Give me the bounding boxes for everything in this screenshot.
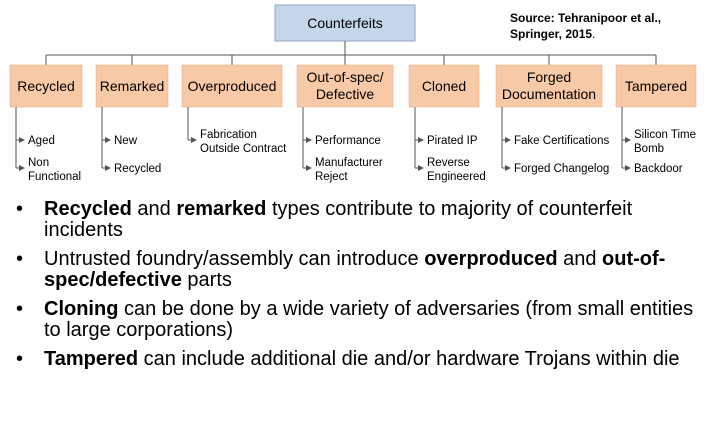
category-node-tampered (615, 64, 697, 108)
leaf-label: Aged (28, 135, 55, 147)
source-line-2-suffix: . (592, 27, 596, 41)
source-line-2-text: Springer, 2015 (510, 27, 593, 41)
bullet-item: • Recycled and remarked types contribute … (0, 199, 708, 241)
bullet-bold-text: remarked (176, 198, 267, 220)
bullet-item: • Cloning can be done by a wide variety o… (0, 299, 708, 341)
leaf-label: New (114, 135, 138, 147)
bullet-text: types contribute to majority of counterf… (44, 198, 633, 241)
category-node-recycled (9, 64, 83, 108)
bullet-dot: • (16, 298, 24, 320)
bullet-list: • Recycled and remarked types contribute … (0, 199, 708, 378)
bullet-dot: • (16, 348, 24, 370)
leaf-label: Forged Changelog (514, 163, 609, 175)
bullet-bold-text: out-of-spec/defective (44, 248, 666, 291)
bullet-text: and (557, 248, 603, 270)
bullet-dot: • (16, 198, 24, 220)
source-line-2: Springer, 2015. (510, 26, 705, 42)
leaf-label: Recycled (114, 163, 161, 175)
leaf-label: Fake Certifications (514, 135, 609, 147)
category-node-cloned (408, 64, 480, 108)
source-line-1: Source: Tehranipoor et al., (510, 11, 662, 25)
bullet-item: • Tampered can include additional die and… (0, 349, 708, 370)
bullet-bold-text: Tampered (44, 348, 139, 370)
leaf-label: Backdoor (634, 163, 683, 175)
bullet-item: • Untrusted foundry/assembly can introduc… (0, 249, 708, 291)
bullet-bold-text: Cloning (44, 298, 119, 320)
category-node-forged-documentation (495, 64, 603, 108)
category-label-recycled: Recycled (17, 78, 75, 94)
category-node-out-of-spec-defective (296, 64, 394, 108)
category-node-overproduced (181, 64, 283, 108)
category-label-out-of-spec-defective: Out-of-spec/Defective (306, 69, 383, 102)
category-node-remarked (95, 64, 169, 108)
bullet-text: can be done by a wide variety of adversa… (44, 298, 694, 341)
source-citation: Source: Tehranipoor et al., Springer, 20… (510, 10, 705, 42)
bullet-text: parts (181, 269, 232, 291)
bullet-bold-text: Recycled (44, 198, 132, 220)
bullet-text: can include additional die and/or hardwa… (138, 348, 680, 370)
bullet-text: and (131, 198, 177, 220)
bullet-text: Untrusted foundry/assembly can introduce (44, 248, 425, 270)
category-label-tampered: Tampered (625, 78, 687, 94)
root-node (274, 4, 416, 42)
bullet-bold-text: overproduced (424, 248, 558, 270)
leaf-label: Pirated IP (427, 135, 478, 147)
bullet-dot: • (16, 248, 24, 270)
leaf-label: Performance (315, 135, 381, 147)
category-label-overproduced: Overproduced (188, 78, 277, 94)
root-label: Counterfeits (307, 15, 382, 31)
category-label-remarked: Remarked (100, 78, 165, 94)
category-label-cloned: Cloned (422, 78, 466, 94)
